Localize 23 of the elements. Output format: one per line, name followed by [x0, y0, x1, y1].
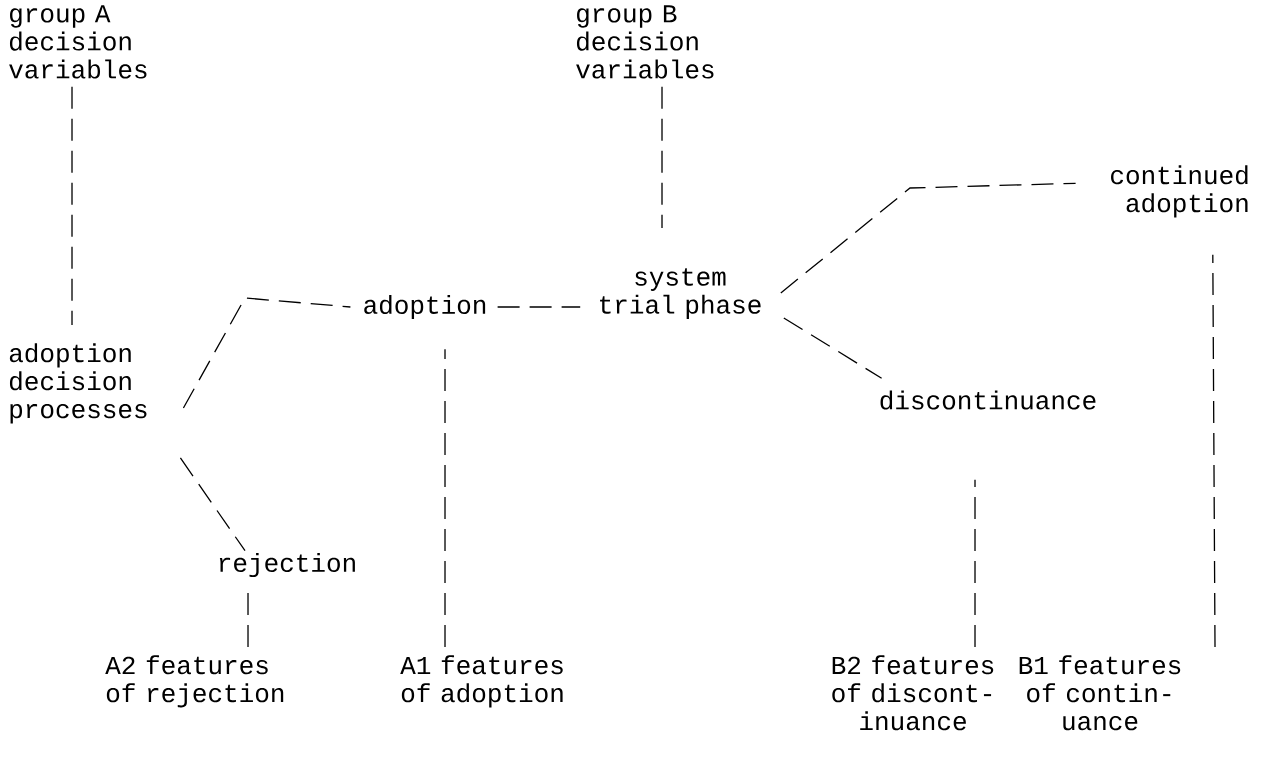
diagram-text: system trial phase — [600, 268, 761, 319]
diagram-text: B1 features of contin- uance — [1019, 655, 1181, 731]
diagram-text: group A decision variables — [9, 5, 147, 79]
diagram-text: A2 features of rejection — [105, 655, 284, 708]
connector-line — [496, 306, 581, 308]
diagram-text: adoption decision processes — [9, 343, 147, 424]
diagram-text: A1 features of adoption — [400, 655, 563, 708]
connector-line — [182, 297, 352, 409]
diagram-text: adoption — [364, 294, 486, 320]
connector-line — [780, 182, 1077, 294]
diagram-text: discontinuance — [880, 390, 1096, 410]
connector-line — [247, 591, 249, 648]
connector-line — [974, 479, 976, 648]
connector-line — [661, 86, 663, 229]
connector-line — [1212, 254, 1216, 648]
diagram-text: group B decision variables — [576, 5, 714, 79]
connector-line — [783, 317, 883, 379]
connector-line — [444, 348, 446, 648]
diagram-text: B2 features of discont- inuance — [832, 655, 994, 731]
diagram-text: continued adoption — [1111, 165, 1248, 218]
diagram-text: rejection — [219, 552, 355, 578]
connector-line — [179, 457, 246, 552]
connector-line — [71, 86, 73, 326]
